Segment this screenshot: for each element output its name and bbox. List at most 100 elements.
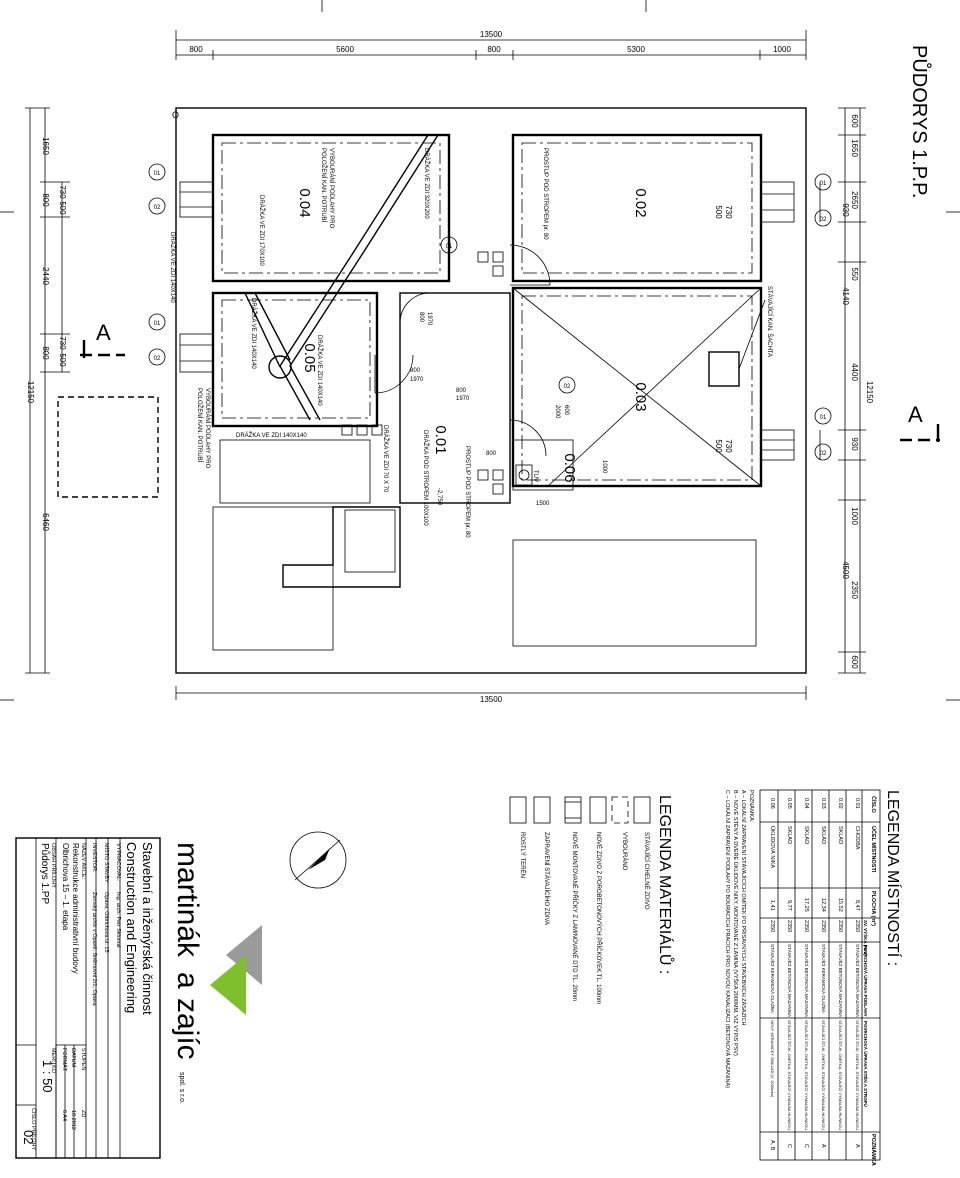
tb-stupen-label: STUPEŇ [80, 1048, 87, 1070]
pipe-route [244, 134, 439, 421]
windows-left [179, 181, 214, 373]
dim-right-11: 2350 [850, 581, 859, 599]
room-legend: LEGENDA MÍSTNOSTÍ : ČÍSLO ÚČEL MÍSTNOSTI… [724, 789, 903, 1166]
tb-investor: Zemský archiv v Opavě, Sněmovní 2/1, Opa… [91, 892, 97, 1007]
hdr-vyska: SV. VÝŠKA (mm) [863, 920, 870, 956]
tb-datum-label: DATUM [70, 1048, 76, 1068]
dim-overall-bottom: 13500 [480, 695, 503, 704]
note-sachta: STÁVAJÍCÍ KAN. ŠACHTA [766, 286, 773, 357]
door-800-c: 800 [456, 388, 467, 394]
dim-right-total: 12150 [865, 381, 874, 404]
dim-right-3: 2650 [850, 191, 859, 209]
dim-right-6: 4140 [841, 287, 850, 305]
page-title: PŮDORYS 1.P.P. [908, 45, 932, 198]
note-drazka-140-c: DRÁŽKA VE ZDI 140X140 [250, 298, 258, 369]
room-legend-title: LEGENDA MÍSTNOSTÍ : [884, 790, 903, 966]
row5-steny: NOVÝ KERAMICKÝ OBKLAD (V. 2000mm) [770, 1020, 775, 1098]
material-3: NOVÉ ZDIVO Z POROBETONOVÝCH PŘÍČKOVEK TL… [595, 832, 603, 1004]
note-drazka-140-a: DRÁŽKA VE ZDI 140X140 [169, 232, 177, 303]
window-tags: 01 02 01 02 01 02 01 02 01 02 [148, 163, 832, 461]
window-tag-2: 02 [154, 205, 161, 211]
note-a: A – LOKÁLNÍ ZAPRAVENÍ STÁVAJÍCÍCH OMÍTEK… [740, 790, 748, 1025]
wall-openings [341, 251, 504, 495]
origin-mark: O [172, 110, 179, 120]
window-tag-4: 02 [154, 356, 161, 362]
note-drazka-140-d: DRÁŽKA VE ZDI 140X140 [236, 431, 307, 439]
row5-plocha: 1,41 [769, 900, 775, 911]
room-legend-notes: POZNÁMKA: A – LOKÁLNÍ ZAPRAVENÍ STÁVAJÍC… [724, 790, 755, 1088]
room-0-03-diagonals [512, 287, 762, 487]
right-dim-labels: 12150 600 1650 2650 930 550 4140 4400 93… [714, 114, 874, 669]
row4-poznamka: C [786, 1144, 792, 1148]
dim-left-4: 800 [41, 346, 50, 360]
left-dim-labels: 12150 1650 800 2440 800 6460 730 500 730… [26, 137, 67, 531]
row4-plocha: 9,77 [786, 900, 792, 911]
hdr-cislo: ČÍSLO [870, 796, 878, 814]
row5-ucel: ÚKLIDOVÁ NIKA [769, 826, 776, 869]
note-prostup-1: PROSTUP POD STROPEM pr. 80 [542, 148, 548, 240]
logo-amp: a [171, 972, 204, 989]
note-vybourani-1b: VYBOURÁNÍ PODLAHY PRO [204, 388, 211, 469]
dim-right-2: 1650 [850, 139, 859, 157]
door-800-a: 800 [418, 312, 424, 323]
inner-dashed-outlines [221, 142, 753, 481]
note-heading: POZNÁMKA: [748, 790, 755, 823]
tb-misto-label: MÍSTO STAVBY: [103, 843, 110, 884]
room-0-03 [511, 286, 763, 488]
room-0-06-niche [512, 439, 574, 491]
doors [374, 244, 551, 457]
row5-poznamka: A, B [769, 1140, 775, 1151]
window-tag-1: 01 [154, 171, 161, 177]
window-tag-5: 01 [820, 181, 827, 187]
row2-plocha: 12,34 [820, 898, 826, 912]
row3-ucel: SKLAD [803, 826, 809, 844]
section-mark-right: A [900, 402, 940, 442]
room-label-0-06: 0.06 [561, 453, 578, 482]
note-level: -2,750 [436, 488, 442, 506]
title-block-grid [16, 838, 121, 1158]
tb-investor-label: INVESTOR: [91, 843, 97, 873]
dim-top-5: 1000 [773, 45, 791, 54]
dim-left-5: 6460 [41, 513, 50, 531]
material-1: STÁVAJÍCÍ CIHELNÉ ZDIVO [643, 832, 650, 910]
note-vybourani-2b: POLOŽENÍ KAN. POTRUBÍ [196, 388, 204, 463]
room-label-0-03: 0.03 [632, 382, 649, 411]
note-tuv: TUV [532, 470, 538, 482]
tb-akce-2: Olbrichova 15 – 1. etapa [61, 843, 70, 931]
room-label-0-04: 0.04 [296, 188, 313, 217]
tb-akce-1: Rekonstrukce administrativní budovy [71, 843, 80, 974]
windows-right [760, 181, 795, 461]
hatched-areas [212, 439, 757, 651]
window-tag-3: 01 [154, 321, 161, 327]
note-vybourani-1a: VYBOURÁNÍ PODLAHY PRO [328, 148, 335, 229]
dim-right-12: 600 [850, 655, 859, 669]
dim-top-2: 5600 [336, 45, 354, 54]
window-tag-8: 02 [820, 451, 827, 457]
row3-podlaha: STÁVAJÍCÍ BETONOVÁ MAZANINA [804, 944, 810, 1017]
row3-steny: STÁVAJÍCÍ ŠTUK, OMÍTKA, STÁVAJÍCÍ VYMALB… [804, 1020, 809, 1130]
row5-podlaha: STÁVAJÍCÍ KERAMICKÁ DLAŽBA [770, 944, 777, 1013]
tb-vypracoval-label: VYPRACOVAL: [115, 843, 121, 882]
row1-ucel: SKLAD [837, 826, 843, 844]
row2-podlaha: STÁVAJÍCÍ KERAMICKÁ DLAŽBA [821, 944, 828, 1013]
hdr-steny: POVRCHOVÁ ÚPRAVA STĚN A STROPŮ [863, 1021, 870, 1107]
row0-steny: STÁVAJÍCÍ ŠTUK, OMÍTKA, STÁVAJÍCÍ VYMALB… [855, 1020, 860, 1130]
tb-cislo: 02 [21, 1130, 36, 1144]
row3-poznamka: C [803, 1144, 809, 1148]
removed-square [57, 396, 159, 498]
row0-cislo: 0.01 [854, 798, 860, 809]
hdr-poznamka: POZNÁMKA [870, 1134, 877, 1166]
dim-left-2: 800 [41, 193, 50, 207]
material-6: ROSTLÝ TERÉN [519, 832, 526, 878]
dim-right-sub-4: 500 [714, 439, 723, 453]
note-drazka-170: DRÁŽKA VE ZDI 170X100 [258, 195, 266, 266]
row4-podlaha: STÁVAJÍCÍ BETONOVÁ MAZANINA [787, 944, 793, 1017]
material-legend: LEGENDA MATERIÁLŮ : STÁVAJÍCÍ CIHELNÉ ZD… [509, 795, 675, 1004]
row1-podlaha: STÁVAJÍCÍ BETONOVÁ MAZANINA [838, 944, 844, 1017]
dim-right-5: 550 [850, 267, 859, 281]
row1-steny: STÁVAJÍCÍ ŠTUK, OMÍTKA, STÁVAJÍCÍ VYMALB… [838, 1020, 843, 1130]
row2-vyska: 2350 [820, 920, 826, 932]
logo-mark [210, 925, 262, 1015]
row0-vyska: 2350 [854, 920, 860, 932]
material-5: ZAPRAVENÍ STÁVAJÍCÍHO ZDIVA [543, 832, 550, 925]
